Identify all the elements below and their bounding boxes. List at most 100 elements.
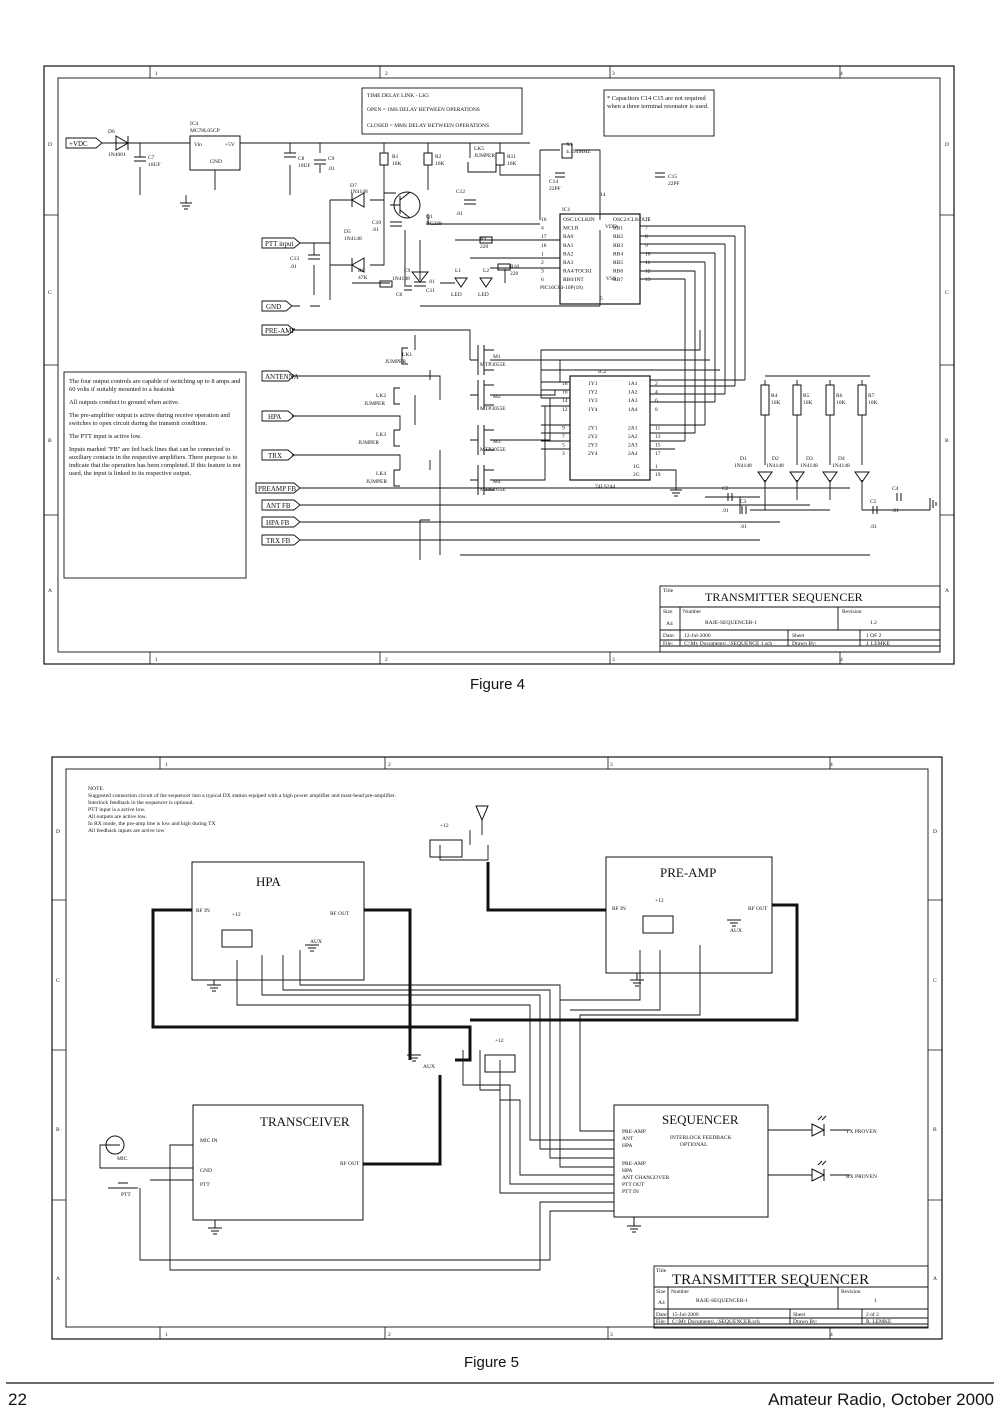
tb-title: TRANSMITTER SEQUENCER (672, 1272, 869, 1288)
ic2-pin-number: 4 (655, 390, 658, 396)
ic2-pin-number: 7 (562, 434, 565, 440)
ic2-pin-name: 1Y1 (588, 381, 598, 387)
ground-symbol (207, 980, 221, 992)
label-c8-value: 10UF (298, 163, 311, 169)
port-label: TRX (268, 452, 282, 460)
mosfet-m4 (477, 465, 494, 495)
col-label: 1 (165, 1332, 168, 1338)
label-d7-value: 1N4148 (350, 189, 368, 195)
figure-5-symbols (105, 805, 827, 1235)
figure-4-grid-labels: 1 2 3 4 1 2 3 4 D C B A D C B A (48, 71, 949, 663)
ic2-pin-name: 2A4 (628, 451, 638, 457)
ic2-pin-name: 1A3 (628, 398, 638, 404)
seq-pin: PRE-AMP (622, 1129, 646, 1135)
ground-symbol (727, 919, 741, 927)
tx-proven-label: TX PROVEN (846, 1129, 877, 1135)
note-line: NOTE. (88, 786, 105, 792)
mosfet-m2 (477, 380, 494, 410)
ic2-pin-name: 1A2 (628, 390, 638, 396)
capacitor-c2 (727, 493, 733, 501)
col-label: 3 (610, 762, 613, 768)
label-c9b-value: 1N4148 (392, 276, 410, 282)
label-d6: D6 (108, 129, 115, 135)
capacitor-c12 (464, 199, 476, 205)
row-label: C (933, 978, 937, 984)
port-label: PTT input (265, 240, 294, 248)
label-vdd: VDD (605, 224, 617, 230)
label-m4: M4 (493, 479, 501, 485)
note-line: All outputs are active low. (88, 814, 147, 820)
resistor-r9 (479, 236, 493, 244)
tb-number-label: Number (683, 609, 701, 615)
row-label: A (945, 588, 949, 594)
resistor-r8 (379, 280, 393, 288)
capacitor-note: * Capacitors C14 C15 are not required wh… (607, 95, 709, 110)
port-trx (261, 449, 295, 461)
ic2-pin-number: 12 (562, 407, 568, 413)
tb-date: 12-Jul-2000 (684, 633, 711, 639)
port-ptt (261, 237, 301, 249)
transceiver-mic-in: MIC IN (200, 1138, 218, 1144)
ic1-pin-name: RA2 (563, 251, 574, 257)
label-r8-value: 47K (358, 275, 368, 281)
page-number: 22 (8, 1390, 27, 1409)
label-d4-value: 1N4148 (832, 463, 850, 469)
ic2-pin-number: 13 (655, 434, 661, 440)
label-r7: R7 (868, 393, 875, 399)
capacitor-c4 (896, 493, 902, 501)
label-lk1-value: JUMPER (385, 359, 406, 365)
label-r11-value: 10K (507, 161, 517, 167)
relay-top-12v: +12 (440, 823, 449, 829)
label-c9: C9 (328, 156, 335, 162)
seq-pin: PRE-AMP (622, 1161, 646, 1167)
diode-d3 (822, 471, 838, 483)
ic2-74ls244 (569, 375, 651, 481)
preamp-block (605, 856, 773, 974)
note-line: The PTT input is active low. (69, 433, 142, 440)
label-r9: R9 (480, 236, 487, 242)
note-line: All feedback inputs are active low (88, 828, 165, 834)
led-l2 (479, 277, 493, 288)
mic-label: MIC (117, 1156, 128, 1162)
ic2-pin-number: 3 (562, 451, 565, 457)
port-hpa-fb (261, 516, 301, 528)
label-q1: Q1 (426, 214, 433, 220)
resistor-r11 (495, 152, 505, 166)
diode-d4 (854, 471, 870, 483)
tb-date: 15-Jul-2000 (672, 1312, 699, 1318)
ic1-pin-number: 6 (541, 277, 544, 283)
resistor-r5 (792, 384, 802, 416)
ic2-pin-name: 2A3 (628, 443, 638, 449)
ic1-pin-name: MCLR (563, 226, 579, 232)
tb-sheet: 1 OF 2 (866, 633, 882, 639)
tb-sheet: 2 of 2 (866, 1311, 879, 1318)
interlock-label: INTERLOCK FEEDBACK (670, 1135, 732, 1141)
ic1-pin-labels: OSC1/CLKIN16MCLR4RA017RA118RA21RA32RA4/T… (541, 217, 651, 283)
ic2-pin-number: 9 (562, 425, 565, 431)
ic1-pin-number: 10 (645, 251, 651, 257)
label-c12-value: .01 (456, 211, 463, 217)
tx-proven-led (811, 1115, 827, 1137)
label-r10-value: 220 (510, 271, 519, 277)
figure-4-notes: The four output controls are capable of … (69, 378, 243, 483)
label-ic2: IC2 (598, 369, 607, 375)
notes-box-frame (63, 371, 247, 579)
label-pin5: 5 (600, 296, 603, 302)
jumper-lk5 (467, 162, 497, 173)
figure-5-title-block (653, 1265, 929, 1329)
col-label: 2 (385, 657, 388, 663)
ic1-pin-name: RB1 (613, 226, 623, 232)
resistor-r10 (497, 263, 511, 271)
ic1-pin-number: 13 (645, 277, 651, 283)
label-r1: R1 (392, 154, 399, 160)
label-c7-value: 10UF (148, 162, 161, 168)
capacitor-c15 (655, 172, 665, 178)
port-label: HPA FB (266, 519, 290, 527)
preamp-aux: AUX (730, 928, 742, 934)
preamp-title: PRE-AMP (660, 865, 716, 880)
ic2-pin-name: 2Y3 (588, 443, 598, 449)
tb-number-label: Number (671, 1289, 689, 1295)
seq-pin: PTT OUT (622, 1182, 645, 1188)
label-l2: L2 (483, 268, 489, 274)
ic1-pin-number: 4 (541, 226, 544, 232)
